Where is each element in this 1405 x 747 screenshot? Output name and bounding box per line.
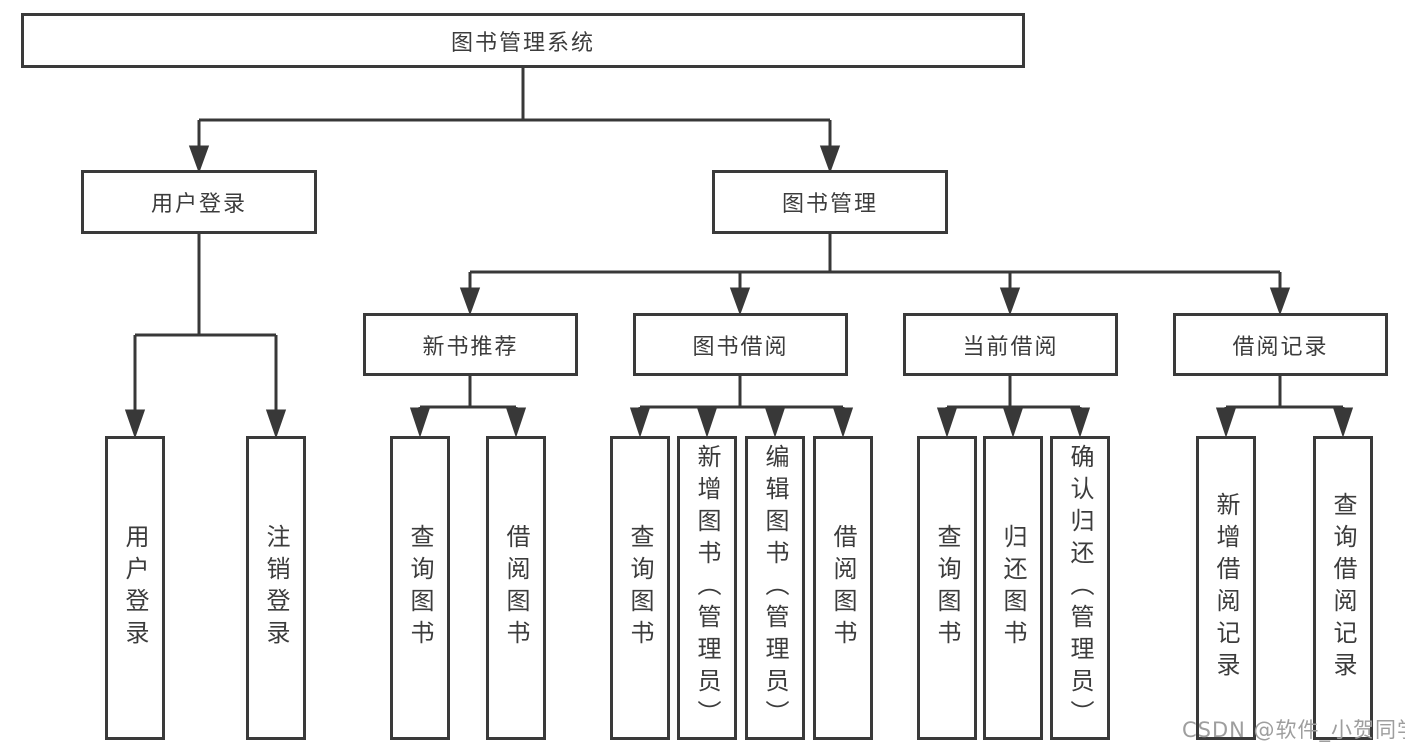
arrowhead <box>124 409 146 439</box>
leaf-user-login: 用户登录 <box>105 436 165 740</box>
node-label: 用户登录 <box>121 524 149 652</box>
node-label: 借阅图书 <box>829 524 857 652</box>
arrowhead <box>505 407 527 438</box>
leaf-logout: 注销登录 <box>246 436 306 740</box>
node-new-book-recommend: 新书推荐 <box>363 313 578 376</box>
arrowhead <box>819 145 841 174</box>
arrowhead <box>936 407 958 438</box>
node-root-library-system: 图书管理系统 <box>21 13 1025 68</box>
node-label: 新增借阅记录 <box>1212 492 1240 684</box>
arrowhead <box>764 407 786 438</box>
node-borrowing-records: 借阅记录 <box>1173 313 1388 376</box>
node-book-management: 图书管理 <box>712 170 948 234</box>
connector-root-to-level2 <box>188 68 841 174</box>
leaf-query-books-3: 查询图书 <box>917 436 977 740</box>
leaf-add-books-admin: 新增图书（管理员） <box>677 436 737 740</box>
node-book-borrowing: 图书借阅 <box>633 313 848 376</box>
arrowhead <box>409 407 431 438</box>
node-label: 新书推荐 <box>422 334 519 360</box>
connector-current-borrow-to-leaves <box>936 376 1091 438</box>
arrowhead <box>1069 407 1091 438</box>
node-label: 借阅图书 <box>502 524 530 652</box>
node-label: 确认归还（管理员） <box>1066 444 1094 732</box>
node-label: 当前借阅 <box>962 334 1059 360</box>
arrowhead <box>459 287 481 316</box>
leaf-edit-books-admin: 编辑图书（管理员） <box>745 436 805 740</box>
leaf-query-books-2: 查询图书 <box>610 436 670 740</box>
connector-book-mgmt-to-level3 <box>459 234 1291 316</box>
node-current-borrowing: 当前借阅 <box>903 313 1118 376</box>
connector-borrow-records-to-leaves <box>1215 376 1354 438</box>
arrowhead <box>999 287 1021 316</box>
node-label: 查询图书 <box>626 524 654 652</box>
leaf-borrow-books-1: 借阅图书 <box>486 436 546 740</box>
leaf-query-books-1: 查询图书 <box>390 436 450 740</box>
node-label: 注销登录 <box>262 524 290 652</box>
node-label: 图书管理 <box>781 192 878 217</box>
node-label: 查询借阅记录 <box>1329 492 1357 684</box>
arrowhead <box>1002 407 1024 438</box>
node-label: 查询图书 <box>933 524 961 652</box>
arrowhead <box>729 287 751 316</box>
csdn-watermark: CSDN @软件_小贺同学 <box>1182 718 1405 742</box>
connector-user-login-to-leaves <box>124 234 287 439</box>
leaf-query-borrow-record: 查询借阅记录 <box>1313 436 1373 740</box>
leaf-add-borrow-record: 新增借阅记录 <box>1196 436 1256 740</box>
arrowhead <box>1215 407 1237 438</box>
node-label: 新增图书（管理员） <box>693 444 721 732</box>
arrowhead <box>629 407 651 438</box>
arrowhead <box>1332 407 1354 438</box>
node-label: 查询图书 <box>406 524 434 652</box>
arrowhead <box>1269 287 1291 316</box>
node-label: 借阅记录 <box>1232 334 1329 360</box>
node-user-login: 用户登录 <box>81 170 317 234</box>
arrowhead <box>265 409 287 439</box>
node-label: 归还图书 <box>999 524 1027 652</box>
node-label: 图书借阅 <box>692 334 789 360</box>
arrowhead <box>696 407 718 438</box>
node-label: 用户登录 <box>150 192 247 217</box>
connector-new-books-to-leaves <box>409 376 527 438</box>
leaf-return-books: 归还图书 <box>983 436 1043 740</box>
arrowhead <box>832 407 854 438</box>
leaf-borrow-books-2: 借阅图书 <box>813 436 873 740</box>
leaf-confirm-return-admin: 确认归还（管理员） <box>1050 436 1110 740</box>
arrowhead <box>188 145 210 174</box>
node-label: 编辑图书（管理员） <box>761 444 789 732</box>
node-label: 图书管理系统 <box>450 30 595 56</box>
connector-book-borrow-to-leaves <box>629 376 854 438</box>
